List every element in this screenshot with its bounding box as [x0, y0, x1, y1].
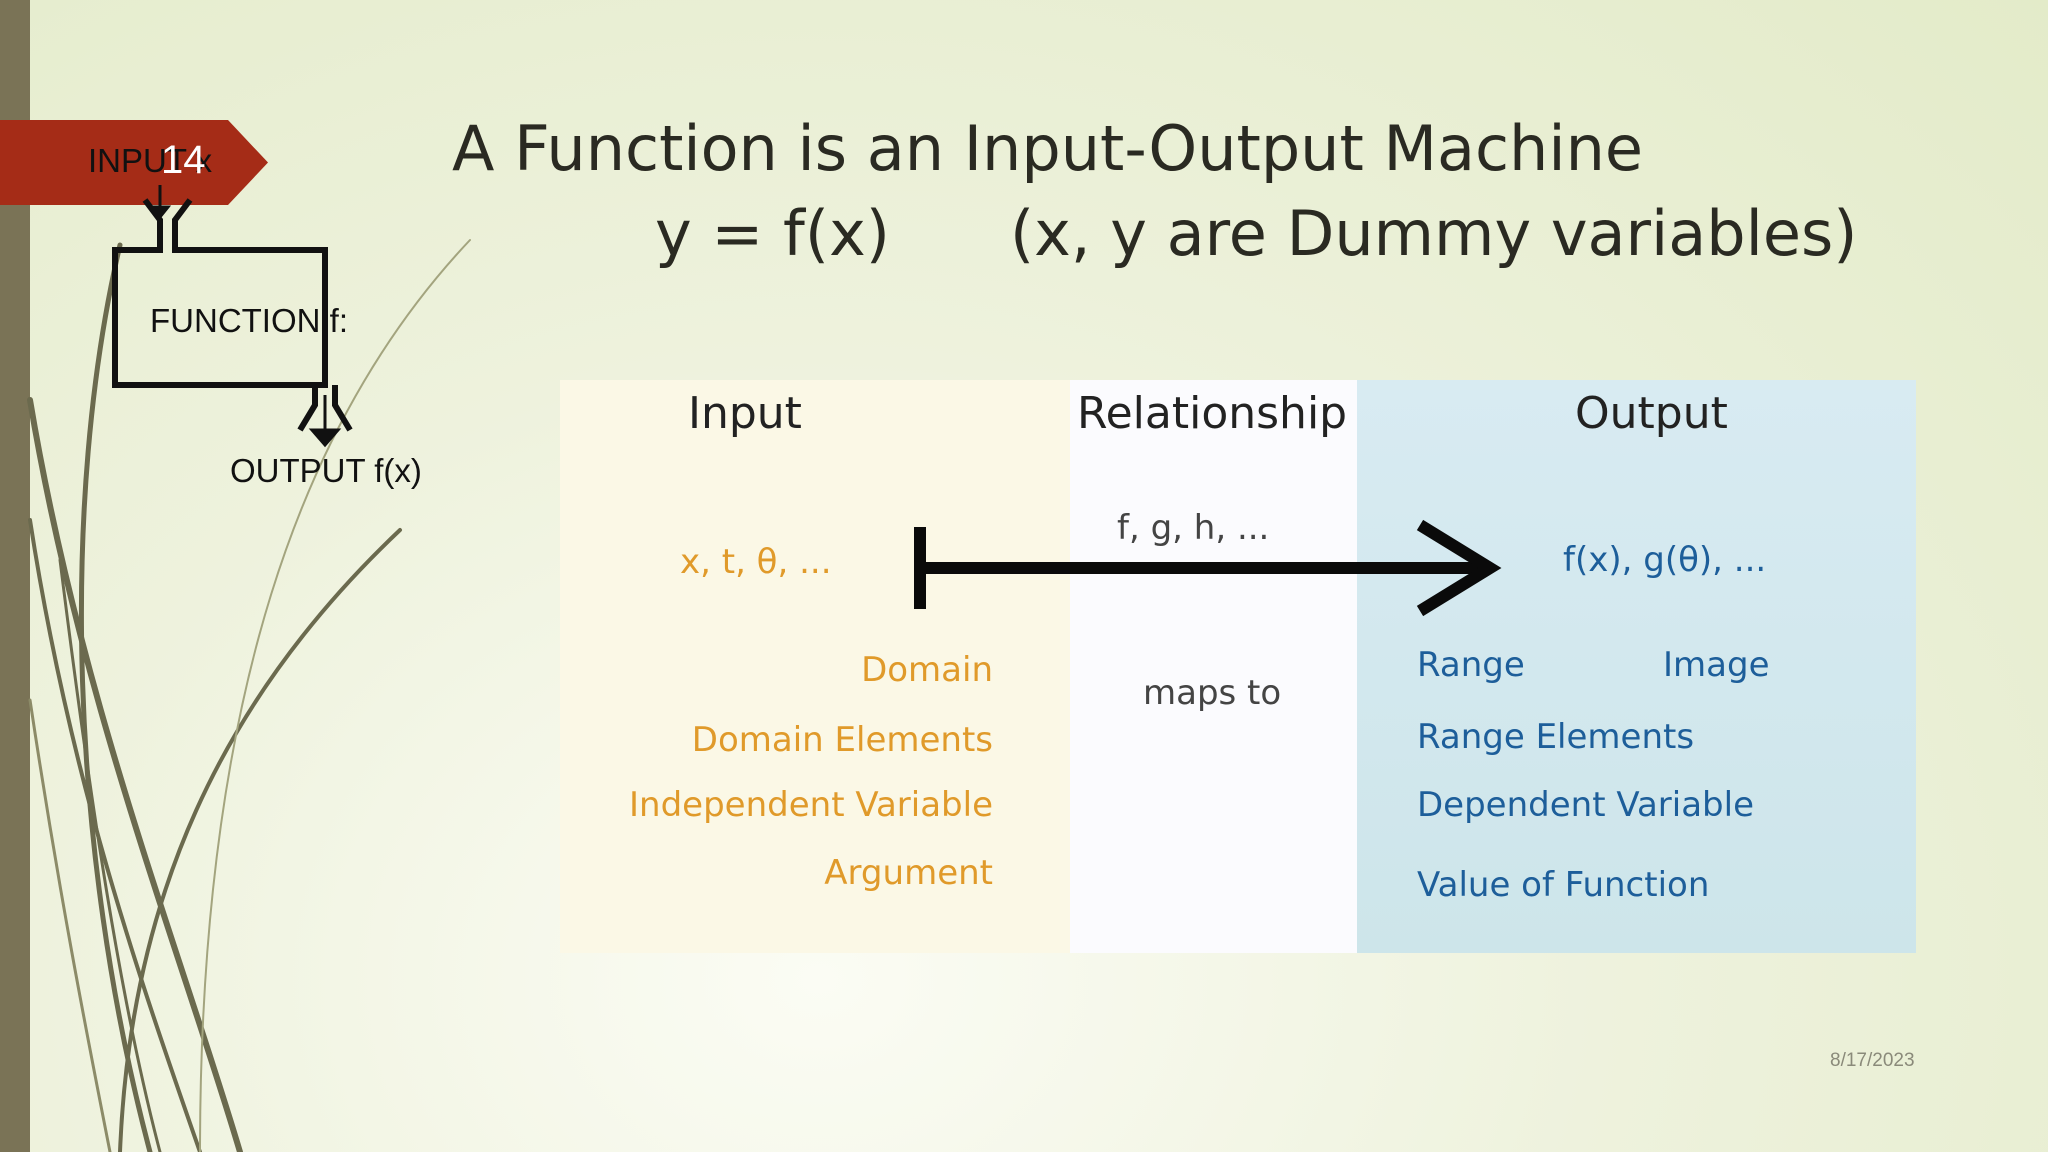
slide-title: A Function is an Input-Output Machine: [452, 112, 1644, 185]
input-header: Input: [688, 388, 802, 439]
input-panel: [560, 380, 1070, 953]
subtitle-formula: y = f(x): [655, 197, 890, 270]
relationship-panel: [1070, 380, 1357, 953]
input-term: Domain Elements: [691, 720, 993, 760]
machine-output-label: OUTPUT f(x): [230, 452, 422, 489]
output-term: Range Elements: [1417, 717, 1695, 757]
relationship-verb: maps to: [1143, 673, 1282, 713]
function-machine-diagram: [112, 185, 353, 448]
subtitle-note: (x, y are Dummy variables): [1009, 197, 1858, 270]
machine-function-label: FUNCTION f:: [150, 302, 348, 339]
input-term: Domain: [861, 650, 993, 690]
input-symbols: x, t, θ, ...: [680, 542, 832, 582]
output-term: Dependent Variable: [1417, 785, 1754, 825]
output-symbols: f(x), g(θ), ...: [1563, 540, 1767, 580]
input-term: Argument: [824, 853, 993, 893]
slide-date: 8/17/2023: [1830, 1050, 1915, 1071]
output-header: Output: [1575, 388, 1728, 439]
relationship-symbols: f, g, h, ...: [1117, 508, 1270, 548]
slide-subtitle: y = f(x) (x, y are Dummy variables): [655, 197, 1857, 270]
slide-number: 14: [161, 138, 206, 182]
machine-input-label: INPUT x: [88, 142, 213, 179]
maps-to-arrow: [914, 519, 1502, 617]
output-term: Value of Function: [1417, 865, 1710, 905]
input-term: Independent Variable: [629, 785, 993, 825]
relationship-header: Relationship: [1077, 388, 1348, 439]
output-range: Range: [1417, 645, 1525, 685]
decorative-swooshes: [27, 239, 471, 1152]
slide-number-badge: [0, 120, 268, 205]
output-panel: [1357, 380, 1916, 953]
output-image: Image: [1663, 645, 1770, 685]
